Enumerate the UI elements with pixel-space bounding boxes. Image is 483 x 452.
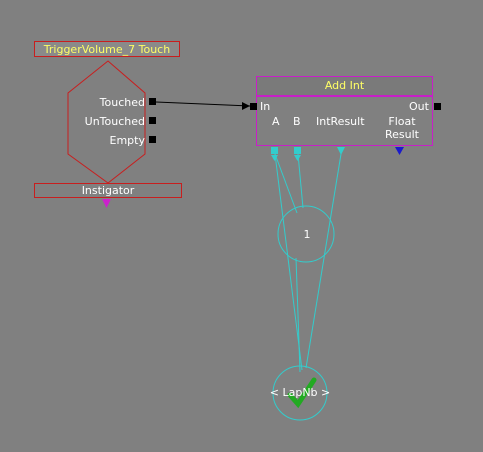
output-empty-label: Empty	[109, 134, 145, 147]
action-node-body[interactable]	[256, 96, 433, 146]
named-variable-node[interactable]	[272, 365, 328, 421]
pin-b[interactable]	[294, 147, 301, 154]
action-node-title[interactable]: Add Int	[256, 76, 433, 96]
event-node-title[interactable]: TriggerVolume_7 Touch	[34, 41, 180, 57]
var-link-intresult-label: IntResult	[316, 115, 365, 128]
input-in-label: In	[260, 100, 271, 113]
var-link-intresult	[305, 153, 342, 369]
var-link-a-label: A	[272, 115, 280, 128]
pin-b-arrow-icon	[294, 155, 301, 161]
pin-floatresult[interactable]	[395, 147, 404, 155]
output-touched-label: Touched	[99, 96, 145, 109]
named-variable-label: < LapNb >	[269, 386, 331, 399]
var-link-b	[297, 153, 304, 209]
output-untouched-pin[interactable]	[149, 117, 156, 124]
input-in-pin[interactable]	[250, 103, 257, 110]
check-icon	[287, 377, 317, 409]
var-link-b-label: B	[293, 115, 301, 128]
instigator-link[interactable]: Instigator	[34, 183, 182, 198]
pin-intresult[interactable]	[337, 147, 345, 155]
var-link-a-lap	[274, 153, 303, 371]
var-link-a	[274, 153, 298, 214]
literal-int-value: 1	[303, 228, 311, 241]
pin-a-arrow-icon	[271, 155, 278, 161]
output-out-pin[interactable]	[434, 103, 441, 110]
exec-wire	[155, 101, 251, 107]
output-untouched-label: UnTouched	[84, 115, 145, 128]
pin-a[interactable]	[271, 147, 278, 154]
var-link-floatresult-label: Float Result	[385, 115, 419, 141]
exec-wire-arrow-icon	[242, 102, 250, 110]
output-touched-pin[interactable]	[149, 98, 156, 105]
output-out-label: Out	[409, 100, 429, 113]
pin-instigator[interactable]	[102, 199, 111, 208]
var-link-1-lap	[295, 257, 301, 373]
output-empty-pin[interactable]	[149, 136, 156, 143]
literal-int-node[interactable]	[277, 205, 335, 263]
